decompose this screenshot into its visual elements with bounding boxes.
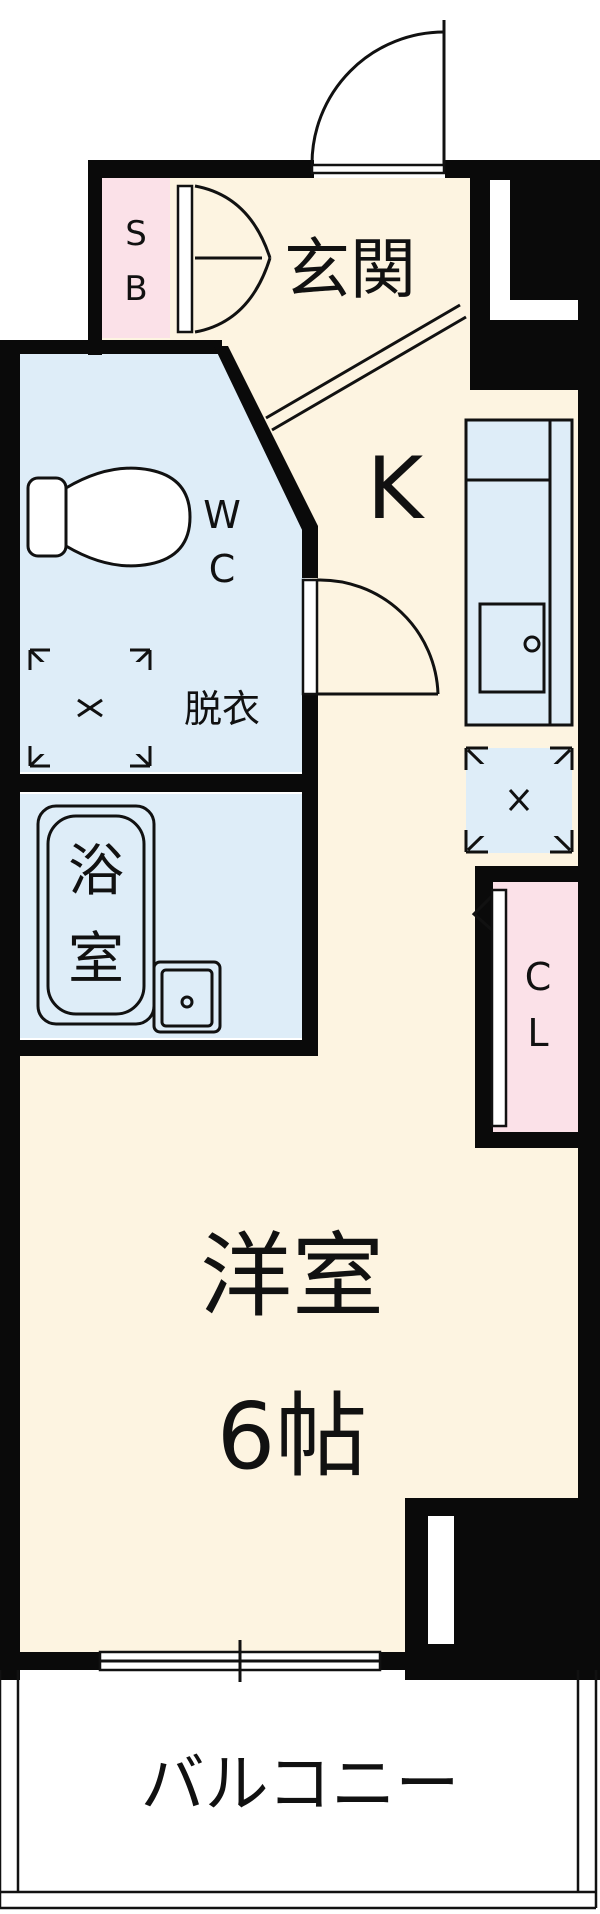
bathtub-icon — [36, 804, 156, 1026]
sb-label-line2: B — [124, 269, 147, 309]
wall-top-left — [88, 160, 314, 178]
balcony-window — [98, 1640, 382, 1682]
closet-door — [471, 888, 508, 1128]
toilet-icon — [26, 466, 192, 568]
walls — [0, 160, 600, 1680]
wall-closet-left — [475, 866, 493, 1146]
wc-label-line2: C — [209, 547, 236, 591]
kitchen-counter — [466, 420, 572, 725]
bath-label-line2: 室 — [68, 927, 124, 992]
balcony-rail — [0, 1670, 598, 1910]
sb-doors — [176, 184, 272, 334]
window-slot — [428, 1516, 454, 1644]
column-top-right-inner — [510, 180, 578, 300]
wall-wc-right — [302, 526, 318, 578]
western-label-line2: 6帖 — [217, 1383, 368, 1490]
room-labels: S B 玄関 K W C 脱衣 浴 室 C L 洋室 6帖 バルコニー — [68, 214, 551, 1822]
dressing-drain-cross — [77, 698, 103, 718]
balcony-label: バルコニー — [141, 1748, 460, 1822]
entrance-door — [310, 20, 446, 175]
kitchen-icon — [464, 418, 574, 727]
wall-bath-bottom — [0, 1040, 318, 1056]
wall-closet-top — [475, 866, 578, 882]
wc-door — [301, 578, 440, 696]
entrance-door-leaf — [310, 163, 446, 175]
washer-cross — [508, 788, 530, 812]
bath-label-line1: 浴 — [68, 839, 124, 904]
western-label-line1: 洋室 — [200, 1223, 384, 1330]
wall-sb-left — [88, 160, 102, 355]
wall-right — [578, 390, 600, 1680]
dressing-label: 脱衣 — [184, 687, 260, 731]
sb-label-line1: S — [125, 214, 147, 254]
wall-wc-right-lower — [302, 694, 318, 1056]
wall-bottom-left — [0, 1652, 100, 1670]
wall-wc-top — [0, 340, 222, 354]
wall-left — [0, 340, 20, 1680]
closet-label-line1: C — [525, 955, 552, 999]
wall-wc-diagonal — [214, 346, 318, 534]
closet-label-line2: L — [527, 1011, 548, 1055]
wc-label-line1: W — [203, 493, 241, 537]
column-top-right — [470, 160, 600, 390]
sb-floor — [98, 178, 170, 338]
entrance-step — [265, 303, 467, 432]
kitchen-label: K — [367, 439, 426, 539]
bath-sink-icon — [152, 960, 222, 1034]
wall-dress-bath — [0, 774, 318, 792]
wall-closet-bottom — [475, 1132, 578, 1148]
main-floor — [20, 178, 578, 1652]
wall-bottom-right — [380, 1652, 600, 1670]
entrance-label: 玄関 — [284, 231, 416, 308]
balcony-floor — [18, 1672, 578, 1892]
